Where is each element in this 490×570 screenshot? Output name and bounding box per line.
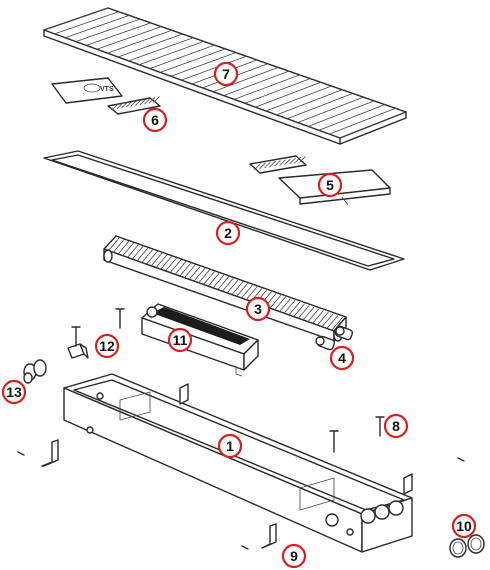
grille-slat	[308, 100, 375, 127]
callout-11: 11	[167, 327, 193, 353]
grille-slat	[149, 44, 215, 69]
housing-part	[63, 373, 413, 553]
callout-12-label: 12	[99, 338, 115, 354]
grille-slat	[75, 18, 141, 42]
grille-slat	[107, 29, 173, 54]
callout-4: 4	[329, 345, 355, 371]
grille-slat	[43, 7, 109, 31]
grille-slat	[223, 70, 290, 96]
grille-slat	[297, 96, 364, 123]
end-caps-part	[449, 534, 485, 558]
callout-3: 3	[245, 296, 271, 322]
callout-5: 5	[317, 172, 343, 198]
callout-8-label: 8	[392, 418, 400, 434]
callout-7: 7	[213, 61, 239, 87]
valve-part	[315, 325, 354, 351]
callout-13: 13	[1, 379, 27, 405]
grille-slat	[329, 107, 396, 135]
callout-10-label: 10	[456, 518, 472, 534]
callout-9-label: 9	[290, 548, 298, 564]
callout-5-label: 5	[326, 177, 334, 193]
grille-slat	[265, 85, 332, 112]
grille-slat	[286, 93, 353, 120]
grille-slat	[86, 22, 151, 46]
callout-1: 1	[217, 433, 243, 459]
callout-9: 9	[281, 543, 307, 569]
grille-slat	[117, 33, 183, 58]
callout-10: 10	[451, 513, 477, 539]
grille-slat	[318, 104, 385, 131]
grille-slat	[64, 15, 130, 39]
screws-part	[17, 308, 465, 550]
grille-slat	[170, 52, 236, 77]
grille-slat	[96, 26, 162, 50]
callout-2-label: 2	[224, 225, 232, 241]
callout-1-label: 1	[226, 438, 234, 454]
grille-slat	[181, 55, 247, 81]
callout-8: 8	[383, 413, 409, 439]
grille-slat	[244, 78, 311, 104]
callout-6: 6	[142, 107, 168, 133]
fittings-part	[23, 359, 47, 384]
grille-slat	[212, 67, 279, 93]
heat-exchanger-part	[103, 235, 347, 342]
callout-4-label: 4	[338, 350, 346, 366]
callout-3-label: 3	[254, 301, 262, 317]
grille-slat	[54, 11, 119, 35]
callout-12: 12	[94, 333, 120, 359]
grille-slat	[138, 41, 204, 66]
grille-slat	[128, 37, 194, 62]
grille-slat	[339, 111, 407, 139]
brand-logo-text: VTS	[100, 86, 114, 93]
callout-11-label: 11	[173, 332, 188, 348]
callout-13-label: 13	[6, 384, 22, 400]
callout-6-label: 6	[151, 112, 159, 128]
grille-slat	[255, 81, 322, 108]
mounting-brackets-part	[41, 439, 277, 549]
end-cover-left: VTS	[51, 77, 161, 115]
callout-2: 2	[215, 220, 241, 246]
grille-slat	[160, 48, 226, 73]
grille-slat	[276, 89, 343, 116]
fan-unit-part	[141, 303, 259, 377]
frame-part	[43, 150, 405, 271]
connection-box-part	[67, 343, 89, 359]
callout-7-label: 7	[222, 66, 230, 82]
grille-slat	[234, 74, 300, 100]
